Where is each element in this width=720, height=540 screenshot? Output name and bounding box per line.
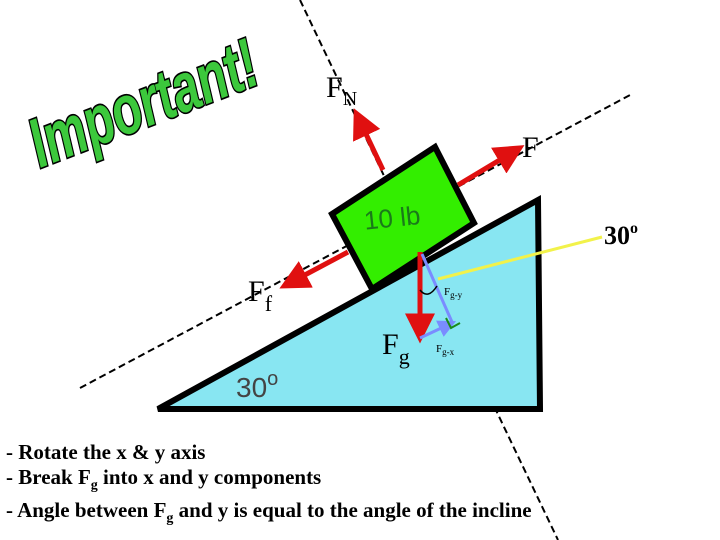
friction-force-label: Ff bbox=[248, 275, 273, 316]
angle-callout-line bbox=[437, 235, 603, 281]
angle-arc bbox=[419, 285, 438, 295]
note-item: - Angle between Fg and y is equal to the… bbox=[6, 498, 532, 527]
friction-force-arrow bbox=[279, 249, 350, 289]
gravity-force-label: Fg bbox=[382, 328, 410, 369]
applied-force-label: F bbox=[522, 131, 539, 164]
incline-ramp bbox=[156, 194, 544, 412]
note-item: - Break Fg into x and y components bbox=[6, 465, 322, 494]
block-label: 10 lb bbox=[363, 200, 422, 236]
gravity-y-label: Fg-y bbox=[444, 286, 463, 300]
notes-list: - Rotate the x & y axis - Break Fg into … bbox=[6, 440, 718, 531]
banner-text: Important! bbox=[18, 24, 269, 182]
callout-angle-label: 30o bbox=[604, 220, 638, 250]
note-item: - Rotate the x & y axis bbox=[6, 440, 206, 464]
incline-angle-label: 30o bbox=[236, 368, 278, 403]
block bbox=[328, 142, 478, 294]
gravity-x-label: Fg-x bbox=[436, 343, 455, 357]
applied-force-arrow bbox=[456, 145, 525, 188]
important-banner: Important! bbox=[16, 22, 270, 183]
right-angle-mark bbox=[445, 317, 461, 330]
normal-force-arrow bbox=[353, 108, 386, 172]
gravity-y-component bbox=[420, 253, 454, 323]
normal-force-label: FN bbox=[326, 71, 357, 110]
gravity-x-component bbox=[419, 320, 457, 340]
